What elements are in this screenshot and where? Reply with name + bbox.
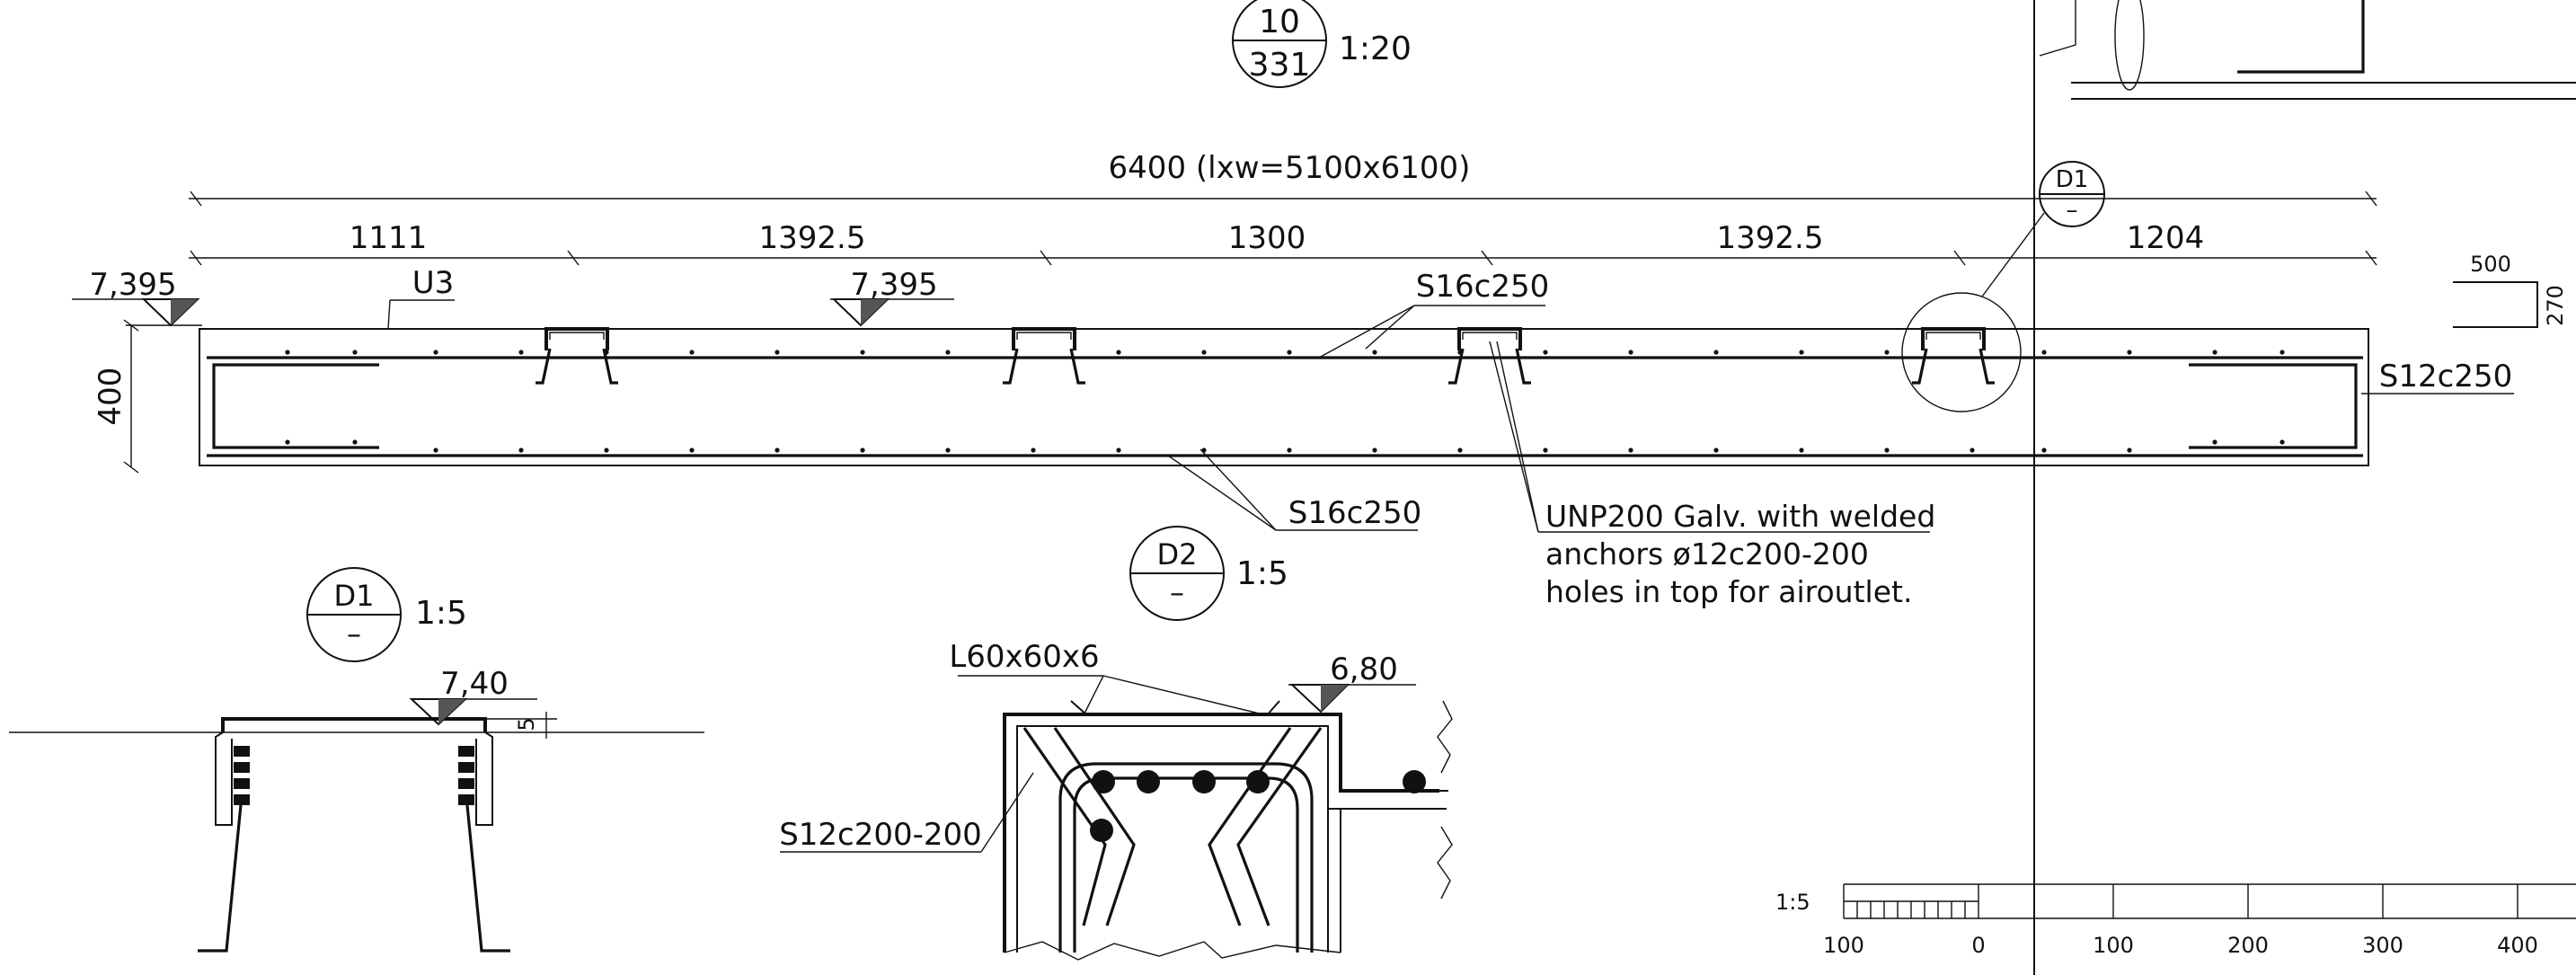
detail-d2-angle-label: L60x60x6	[949, 639, 1099, 675]
scale-bar-label: 1:5	[1775, 890, 1810, 915]
note-line-1: UNP200 Galv. with welded	[1545, 499, 1935, 534]
segment-dimensions: 1111 1392.5 1300 1392.5 1204	[189, 220, 2377, 266]
detail-ref-sub: –	[2067, 197, 2078, 224]
detail-d2-bar-label: S12c200-200	[779, 817, 982, 853]
detail-reference-d1: D1 –	[1901, 161, 2105, 412]
label-bottom-bar: S16c250	[1167, 448, 1421, 531]
unp-channel-4	[1912, 327, 1995, 385]
dimension-segment-2: 1392.5	[759, 220, 866, 256]
section-callout: 10 331 1:20	[1232, 0, 1412, 88]
bar-shape-sketch: 500 270	[2453, 252, 2568, 328]
adjacent-detail-fragment	[2039, 0, 2576, 100]
detail-d1-drawing: 7,40 5	[9, 666, 704, 953]
label-top-bar: S16c250	[1318, 269, 1549, 359]
dimension-segment-4: 1392.5	[1717, 220, 1824, 256]
overall-dimension-label: 6400 (lxw=5100x6100)	[1109, 150, 1471, 186]
label-u3: U3	[387, 265, 455, 330]
note-line-3: holes in top for airoutlet.	[1545, 574, 1912, 609]
scale-bar: 1:5 100 0 100 200 300 400	[1775, 883, 2576, 958]
label-side-bar: S12c250	[2361, 359, 2514, 394]
callout-top-number: 10	[1259, 4, 1300, 40]
callout-bottom-number: 331	[1249, 47, 1311, 84]
slab-section	[199, 328, 2369, 466]
unp-channel-3	[1448, 327, 1531, 385]
dimension-segment-1: 1111	[350, 220, 428, 256]
label-side-bar-text: S12c250	[2379, 359, 2512, 394]
scale-tick-6: 400	[2497, 933, 2538, 958]
detail-d1-level: 7,40	[440, 666, 509, 702]
detail-d1-id: D1	[334, 579, 375, 613]
section-scale: 1:20	[1339, 31, 1412, 67]
level-left-label: 7,395	[89, 267, 176, 303]
detail-d2-id: D2	[1157, 537, 1198, 572]
level-marker-left: 7,395	[72, 267, 200, 327]
note-line-2: anchors ø12c200-200	[1545, 536, 1869, 572]
scale-tick-5: 300	[2362, 933, 2403, 958]
label-u3-text: U3	[412, 265, 455, 301]
level-mid-label: 7,395	[850, 267, 937, 303]
dimension-segment-3: 1300	[1228, 220, 1306, 256]
label-top-bar-text: S16c250	[1416, 269, 1549, 305]
detail-d2-drawing: L60x60x6 S12c200-200 6,80	[779, 639, 1453, 961]
scale-tick-4: 200	[2227, 933, 2269, 958]
detail-d1-dim: 5	[514, 717, 539, 731]
label-bottom-bar-text: S16c250	[1288, 495, 1421, 531]
scale-tick-3: 100	[2093, 933, 2134, 958]
detail-d2-callout: D2 – 1:5	[1129, 526, 1288, 621]
detail-d2-level: 6,80	[1330, 651, 1398, 687]
detail-d2-scale: 1:5	[1236, 555, 1288, 592]
detail-d1-callout: D1 – 1:5	[306, 567, 467, 662]
scale-tick-1: 100	[1823, 933, 1864, 958]
height-dimension-label: 400	[93, 368, 128, 426]
unp-channel-1	[536, 327, 618, 385]
right-end-ubar	[2189, 363, 2358, 449]
bar-shape-hook: 270	[2543, 285, 2568, 326]
height-dimension: 400	[93, 319, 202, 474]
detail-d1-scale: 1:5	[415, 595, 467, 632]
bar-shape-length: 500	[2470, 252, 2511, 277]
detail-d2-sub: –	[1170, 575, 1184, 609]
detail-ref-id: D1	[2056, 166, 2089, 193]
detail-d1-sub: –	[347, 616, 361, 651]
unp-channel-2	[1003, 327, 1085, 385]
level-marker-mid: 7,395	[830, 267, 954, 327]
scale-tick-2: 0	[1971, 933, 1985, 958]
note-unp200: UNP200 Galv. with welded anchors ø12c200…	[1489, 341, 1935, 609]
dimension-segment-5: 1204	[2127, 220, 2205, 256]
overall-dimension: 6400 (lxw=5100x6100)	[189, 150, 2377, 207]
left-end-ubar	[212, 363, 379, 449]
